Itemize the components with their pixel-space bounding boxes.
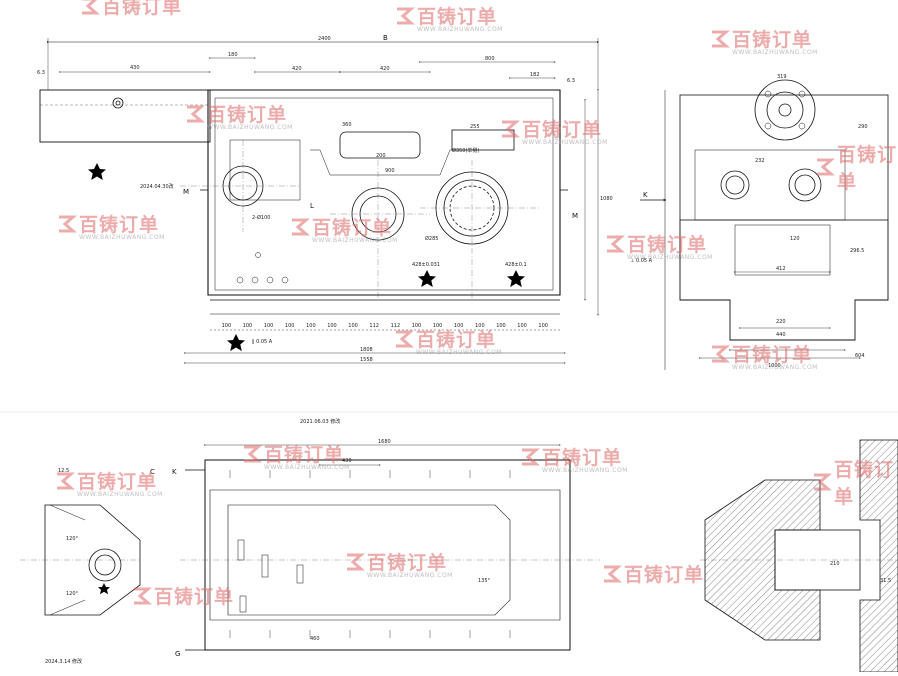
- dim-900: 900: [385, 168, 395, 174]
- bolt-spacing-dim: 100: [454, 323, 464, 329]
- dim-430: 430: [130, 65, 140, 71]
- bore-285: Ø285: [425, 235, 438, 242]
- view-k-label: K: [643, 191, 648, 199]
- dim-182: 182: [530, 72, 540, 78]
- angle-135: 135°: [478, 578, 491, 584]
- bottom-view: [0, 411, 898, 651]
- angle-120-bottom: 120°: [66, 591, 79, 597]
- section-m-right: M: [572, 212, 578, 220]
- dim-800: 800: [485, 56, 495, 62]
- dim-420-b: 420: [380, 66, 390, 72]
- bolt-spacing-dim: 100: [264, 323, 274, 329]
- bolt-spacing-dim: 100: [412, 323, 422, 329]
- bottom-revision-date: 2024.3.14 修改: [45, 658, 82, 665]
- side-dim-319: 319: [777, 74, 787, 80]
- bolt-spacing-dim: 100: [222, 323, 232, 329]
- bottom-revision-note: 2021.06.03 修改: [300, 418, 340, 425]
- bottom-view-labels: 1680 430 2021.06.03 修改 2024.3.14 修改 C K …: [45, 418, 491, 665]
- bolt-spacing-dim: 100: [306, 323, 316, 329]
- section-dim-31: 31.5: [880, 578, 891, 584]
- side-view: [640, 79, 889, 370]
- bolt-spacing-dim: 100: [285, 323, 295, 329]
- bolt-spacing-dim: 100: [348, 323, 358, 329]
- section-g: G: [175, 650, 180, 658]
- pitch-428-tight: 428±0.031: [412, 262, 440, 268]
- section-c: C: [150, 468, 155, 476]
- angle-120-top: 120°: [66, 536, 79, 542]
- section-view-labels: 210 31.5: [830, 561, 891, 584]
- dim-200: 200: [376, 153, 386, 159]
- dim-1558: 1558: [360, 357, 373, 363]
- top-view-labels: B 2400 180 430 800 420 420 182 200 900 3…: [37, 34, 613, 363]
- dim-1808: 1808: [360, 347, 373, 353]
- side-dim-604: 604: [855, 353, 865, 359]
- bolt-spacing-dim: 100: [496, 323, 506, 329]
- side-dim-1000: 1000: [768, 363, 781, 369]
- bottom-bolt-dims: 100 100 100 100 100 100 100 112 112 100 100 100 100 1…: [222, 323, 548, 329]
- holes-2x100: 2-Ø100: [252, 214, 270, 221]
- bolt-spacing-dim: 100: [243, 323, 253, 329]
- section-dim-210: 210: [830, 561, 840, 567]
- side-dim-296: 296.5: [850, 248, 864, 254]
- roughness-top-right: 6.3: [567, 78, 575, 84]
- revision-date-top: 2024.04.30改: [140, 183, 174, 190]
- bottom-dim-1680: 1680: [378, 439, 391, 445]
- bolt-spacing-dim: 100: [433, 323, 443, 329]
- dim-180: 180: [228, 52, 238, 58]
- side-dim-220: 220: [776, 319, 786, 325]
- side-dim-412: 412: [776, 266, 786, 272]
- dim-360: 360: [342, 122, 352, 128]
- bottom-dim-460: 460: [310, 636, 320, 642]
- section-view: [700, 439, 898, 673]
- roughness-top-left: 6.3: [37, 70, 45, 76]
- section-k: K: [172, 468, 177, 476]
- section-label-b: B: [383, 34, 388, 42]
- dim-1080: 1080: [600, 196, 613, 202]
- dim-420-a: 420: [292, 66, 302, 72]
- tolerance-tag-top: ∥ 0.05 A: [252, 339, 273, 345]
- bolt-spacing-dim: 100: [327, 323, 337, 329]
- bore-350: Ø350(单侧): [452, 147, 479, 154]
- side-dim-120: 120: [790, 236, 800, 242]
- bolt-spacing-dim: 112: [369, 323, 379, 329]
- dim-255: 255: [470, 124, 480, 130]
- roughness-bottom: 12.5: [58, 468, 69, 474]
- side-dim-440: 440: [776, 332, 786, 338]
- pitch-428-loose: 428±0.1: [505, 262, 527, 268]
- dim-overall-length: 2400: [318, 36, 331, 42]
- top-view: [39, 38, 599, 364]
- side-dim-290: 290: [858, 124, 868, 130]
- bolt-spacing-dim: 112: [391, 323, 401, 329]
- tolerance-tag-side: ⊥ 0.05 A: [630, 258, 653, 264]
- bottom-dim-430: 430: [342, 458, 352, 464]
- side-view-labels: 1000 604 440 412 220 232 319 120 290 296…: [630, 74, 868, 369]
- section-m-left: M: [183, 188, 189, 196]
- side-dim-232: 232: [755, 158, 765, 164]
- bolt-spacing-dim: 100: [538, 323, 548, 329]
- bolt-spacing-dim: 100: [517, 323, 527, 329]
- bolt-spacing-dim: 100: [475, 323, 485, 329]
- section-l: L: [310, 202, 314, 210]
